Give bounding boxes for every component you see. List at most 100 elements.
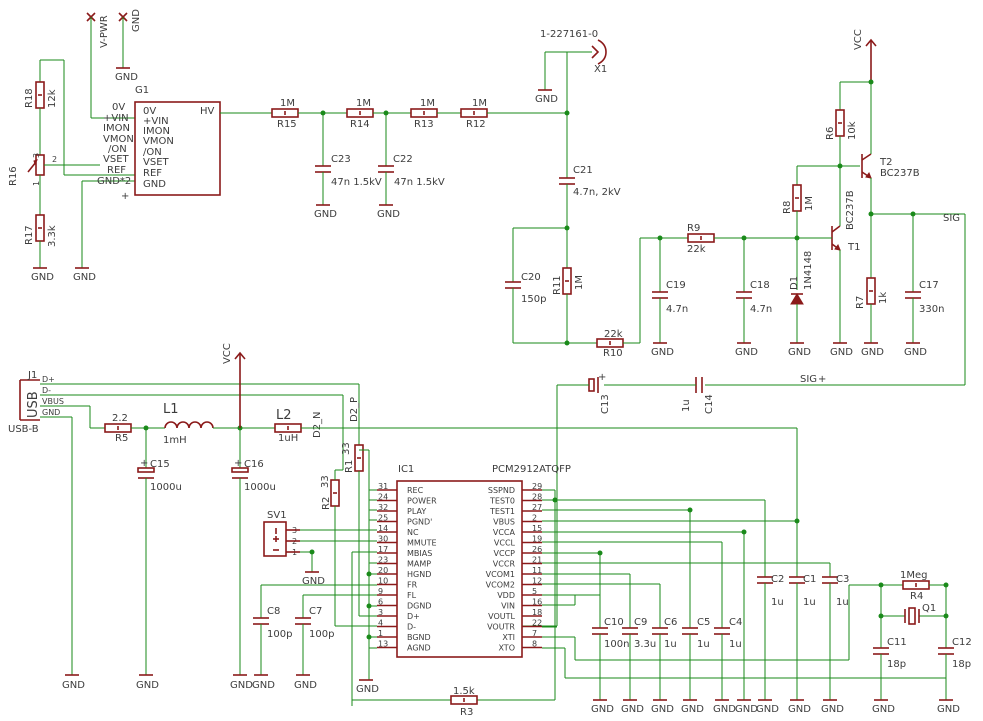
ic1-left-pin-label: D+: [407, 612, 420, 621]
r18-resistor: R18 12k: [24, 59, 65, 175]
ic1-left-pin-label: AGND: [407, 644, 431, 653]
c15-capacitor: + C15 1000u GND: [136, 428, 182, 691]
l1-name: L1: [163, 402, 179, 417]
g1-pin-hv: HV: [200, 106, 215, 117]
gnd-label-c9: GND: [621, 704, 644, 715]
c12-value: 18p: [952, 659, 971, 670]
c23-name: C23: [331, 154, 351, 165]
c3-name: C3: [836, 574, 849, 585]
gnd-label-r7: GND: [861, 347, 884, 358]
ic1-right-pin-label: VOUTR: [487, 623, 515, 632]
ic1-right-pin-num: 2: [532, 514, 537, 523]
c20-value: 150p: [521, 294, 546, 305]
ic1-right-pin-label: VBUS: [493, 518, 515, 527]
ic1-right-pin-label: VOUTL: [488, 612, 515, 621]
ic1-right-pin-num: 27: [532, 503, 542, 512]
c15-value: 1000u: [150, 482, 182, 493]
r8-name: R8: [782, 201, 793, 214]
c1-capacitor: C1 1u: [789, 574, 816, 700]
ic1-left-pin-num: 30: [378, 535, 388, 544]
gnd-label-c4: GND: [713, 704, 736, 715]
ic1-right-pin-num: 21: [532, 556, 542, 565]
r10-value: 22k: [604, 329, 623, 340]
c17-value: 330n: [919, 304, 944, 315]
gnd-label-c8: GND: [252, 680, 275, 691]
c1-name: C1: [803, 574, 816, 585]
j1-usb-connector: J1 USB USB-B D+ D- VBUS GND: [8, 370, 64, 435]
ic1-right-pin-num: 16: [532, 598, 542, 607]
ic1-right-pin-label: VCCL: [494, 539, 516, 548]
usb-section: J1 USB USB-B D+ D- VBUS GND GND D2_N D2_…: [8, 343, 797, 691]
r7-resistor: R7 1k GND: [855, 277, 889, 358]
r5-value: 2.2: [112, 413, 128, 424]
gnd-label-c19: GND: [651, 347, 674, 358]
ic1-left-pin-num: 17: [378, 545, 388, 554]
c12-name: C12: [952, 637, 972, 648]
c3-value: 1u: [836, 597, 849, 608]
ic1-right-pin-label: SSPND: [488, 486, 515, 495]
c23-capacitor: C23 47n 1.5kV GND: [314, 113, 382, 220]
ic1-right-pin-num: 8: [532, 640, 537, 649]
r18-value: 12k: [47, 89, 58, 108]
r10-resistor: 22k R10: [596, 329, 624, 359]
q1-name: Q1: [922, 603, 936, 614]
c21-value: 4.7n, 2kV: [573, 187, 621, 198]
c13-name: C13: [600, 394, 611, 414]
g1-ext-on: /ON: [108, 144, 127, 155]
gnd-label-top: GND: [131, 9, 142, 32]
c13-capacitor: + C13: [588, 372, 611, 414]
c5-capacitor: C5 1u: [682, 617, 710, 700]
g1-plus: +: [121, 191, 129, 202]
x1-value: 1-227161-0: [540, 29, 598, 40]
c18-value: 4.7n: [750, 304, 772, 315]
c11-name: C11: [887, 637, 907, 648]
ic1-right-pin-num: 22: [532, 619, 542, 628]
c7-capacitor: C7 100p GND: [294, 595, 334, 691]
ic1-right-pin-num: 18: [532, 608, 542, 617]
gnd-label-c5: GND: [681, 704, 704, 715]
x1-connector: 1-227161-0 GND X1: [535, 29, 607, 113]
c22-value: 47n 1.5kV: [394, 177, 445, 188]
gnd-label-r17: GND: [31, 272, 54, 283]
t2-value: BC237B: [880, 168, 920, 179]
c21-name: C21: [573, 165, 593, 176]
gnd-label-c16: GND: [230, 680, 253, 691]
ic1-right-pin-label: VCCA: [493, 528, 516, 537]
c12-capacitor: C12 18p: [938, 637, 972, 700]
x1-name: X1: [594, 64, 607, 75]
q1-crystal: Q1: [904, 603, 936, 625]
c22-capacitor: C22 47n 1.5kV GND: [377, 113, 445, 220]
ic1-right-pin-num: 7: [532, 629, 537, 638]
ic1-left-pin-num: 31: [378, 482, 388, 491]
j1-pin-vbus: VBUS: [42, 397, 64, 406]
c8-name: C8: [267, 606, 280, 617]
t1-name: T1: [847, 242, 860, 253]
ic1-left-pin-label: PGND': [407, 518, 432, 527]
ic1-left-pin-label: FL: [407, 591, 417, 600]
g1-pin-imon: IMON: [143, 126, 170, 137]
ic1-right-pin-label: VCCR: [493, 560, 516, 569]
c4-name: C4: [729, 617, 742, 628]
g1-pin-vin: +VIN: [143, 116, 169, 127]
c17-name: C17: [919, 280, 939, 291]
ic1-right-pin-label: VCOM1: [486, 570, 515, 579]
r11-value: 1M: [574, 275, 585, 290]
r13-value: 1M: [420, 98, 435, 109]
c18-capacitor: C18 4.7n GND: [735, 238, 772, 358]
r15-name: R15: [277, 119, 297, 130]
j1-name: J1: [27, 370, 37, 381]
g1-ext-0v: 0V: [112, 102, 125, 113]
gnd-label-c3: GND: [821, 704, 844, 715]
c4-capacitor: C4 1u: [714, 617, 742, 700]
c11-value: 18p: [887, 659, 906, 670]
ic1-part: PCM2912ATQFP: [492, 464, 571, 475]
ic1-left-pin-num: 13: [378, 640, 388, 649]
ic1-left-pin-label: POWER: [407, 497, 437, 506]
r16-trimmer: R16 1 3 2: [8, 153, 100, 215]
c2-name: C2: [771, 574, 784, 585]
r3-value: 1.5k: [453, 686, 475, 697]
j1-pin-gnd: GND: [42, 408, 60, 417]
r7-value: 1k: [878, 292, 889, 304]
r15-value: 1M: [280, 98, 295, 109]
